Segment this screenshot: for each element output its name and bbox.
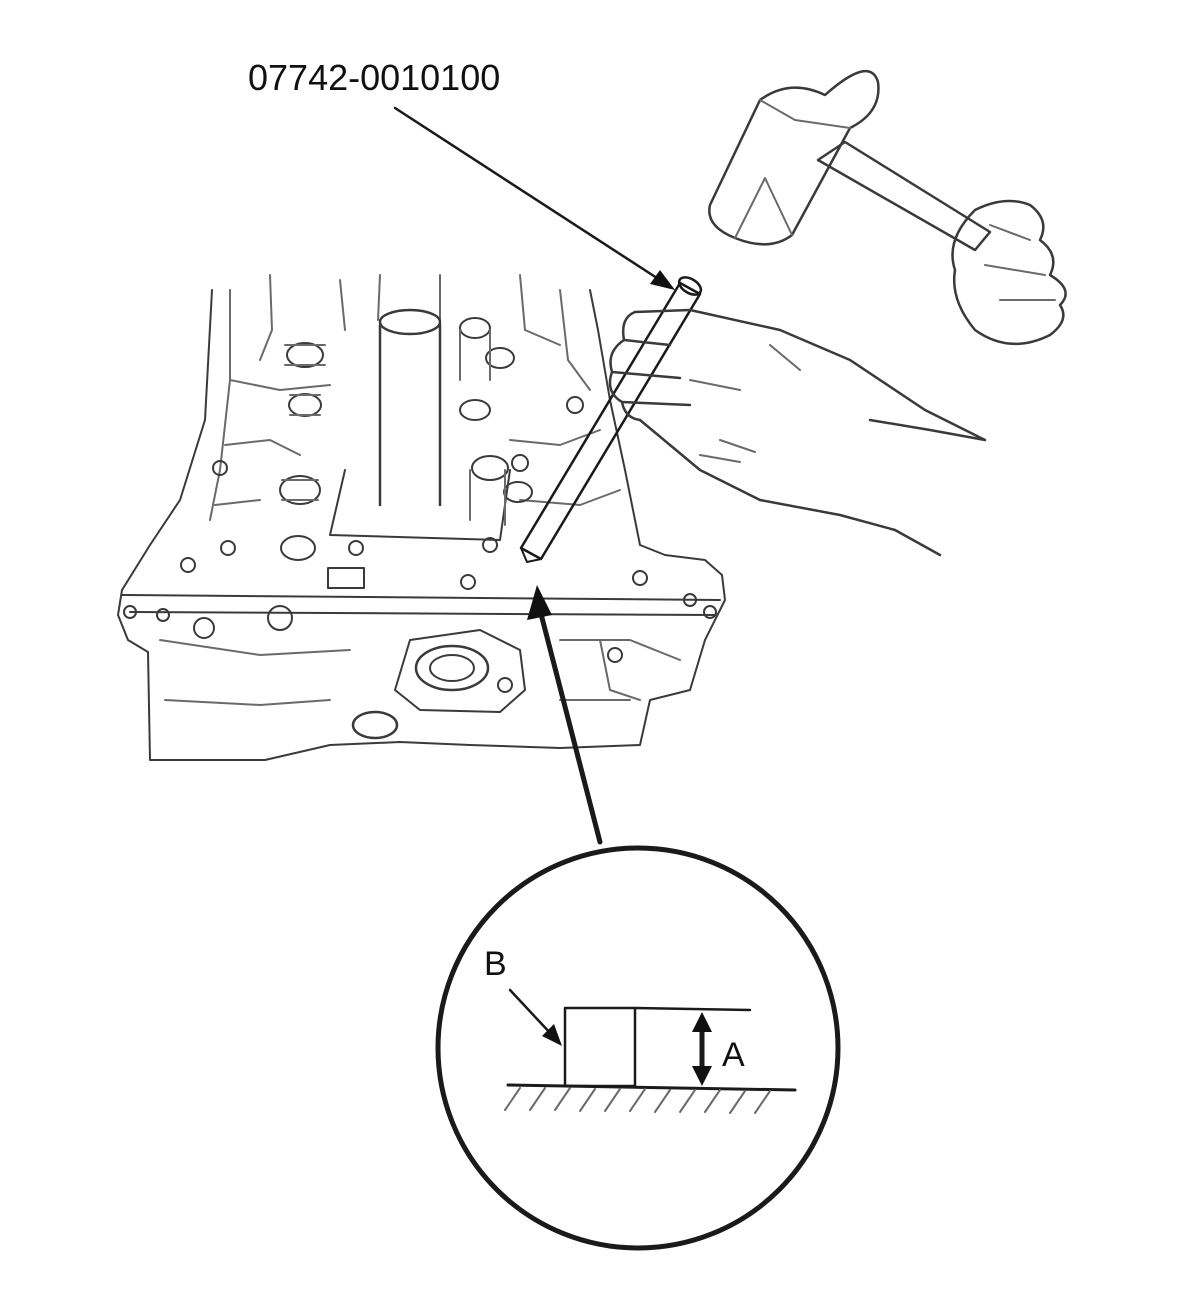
detail-view: A B [435,845,841,1251]
part-number-callout: 07742-0010100 [248,57,675,290]
dowel-pin [563,1006,637,1088]
cylinder-head [117,274,726,761]
detail-pointer [527,585,603,845]
valve-springs-right [459,317,533,526]
pointer-arrowhead [527,585,552,620]
label-b-arrowhead [542,1024,562,1046]
deck-holes [123,396,717,639]
dimension-arrow-top [692,1012,712,1032]
valve-springs-left [279,342,326,561]
label-b: B [484,945,507,983]
drift-tool [519,276,703,563]
tool-part-number: 07742-0010100 [248,57,500,98]
head-lower-face [159,629,681,740]
hand-holding-tool [608,308,987,557]
dimension-arrow-bottom [692,1066,712,1086]
label-a: A [722,1036,745,1074]
callout-arrowhead [650,270,675,290]
detail-circle [435,845,841,1251]
hand-holding-hammer [951,199,1067,346]
floor-hatching [504,1087,771,1114]
hammer [708,69,992,252]
